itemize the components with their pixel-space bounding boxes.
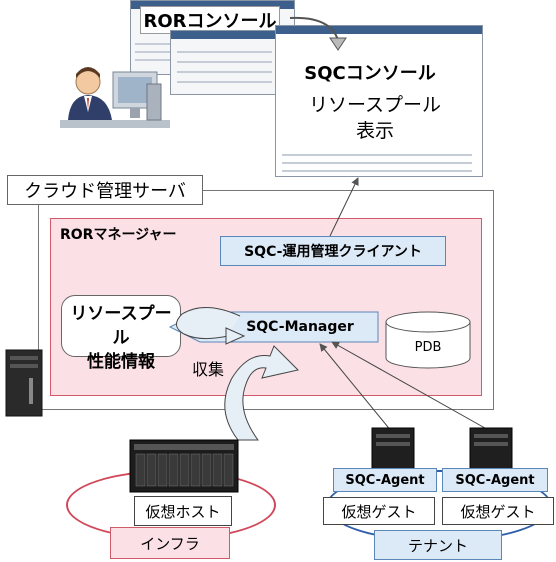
sqc-agent-box-1: SQC-Agent	[333, 468, 437, 492]
resource-pool-performance-info-box: リソースプール 性能情報	[61, 295, 181, 372]
pdb-label: PDB	[414, 339, 442, 355]
resource-pool-display-text: リソースプール 表示	[308, 94, 442, 142]
collect-label: 収集	[192, 360, 225, 379]
sqc-operations-client-box: SQC-運用管理クライアント	[220, 236, 446, 266]
tenant-label: テナント	[374, 530, 502, 560]
sqc-console-label: SQCコンソール	[304, 63, 436, 84]
virtual-guest-label-1: 仮想ゲスト	[323, 497, 435, 525]
virtual-guest-label-2: 仮想ゲスト	[442, 497, 554, 525]
sqc-manager-label: SQC-Manager	[246, 319, 354, 335]
middle-screenshot	[170, 30, 280, 95]
ror-console-label: RORコンソール	[140, 6, 280, 34]
virtual-host-label: 仮想ホスト	[134, 496, 232, 526]
infra-label: インフラ	[110, 527, 230, 559]
ror-manager-label: RORマネージャー	[60, 227, 177, 243]
sqc-agent-box-2: SQC-Agent	[442, 468, 548, 492]
sqc-console-screenshot	[275, 25, 483, 177]
cloud-management-server-label: クラウド管理サーバ	[7, 175, 203, 205]
